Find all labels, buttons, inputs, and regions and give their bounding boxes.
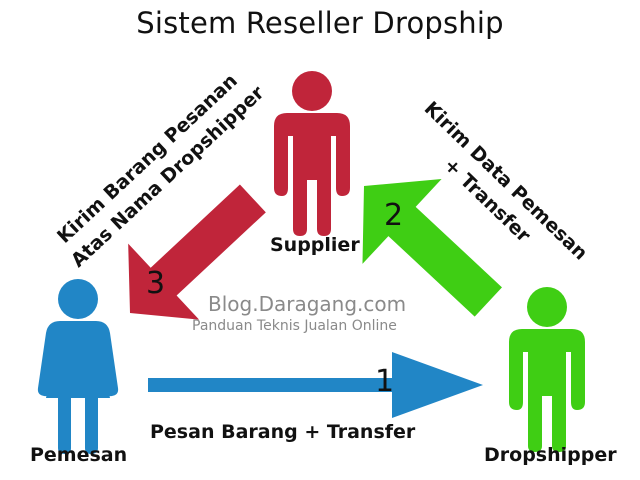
flow-arrow-1 [148,352,483,418]
step-number-1: 1 [375,364,395,399]
pemesan-label: Pemesan [30,444,128,466]
dropshipper-label: Dropshipper [484,444,617,466]
step-number-3: 3 [146,266,166,301]
watermark-site: Blog.Daragang.com [208,292,407,316]
flow-arrow-3 [128,184,266,320]
flow-label-1: Pesan Barang + Transfer [150,421,416,443]
supplier-person-icon [274,71,350,236]
supplier-label: Supplier [270,234,360,256]
step-number-2: 2 [384,198,404,233]
diagram-title: Sistem Reseller Dropship [136,6,504,40]
flow-arrow-2 [362,179,502,317]
pemesan-person-icon [37,279,119,454]
watermark-tagline: Panduan Teknis Jualan Online [192,318,397,334]
dropshipper-person-icon [509,287,585,452]
